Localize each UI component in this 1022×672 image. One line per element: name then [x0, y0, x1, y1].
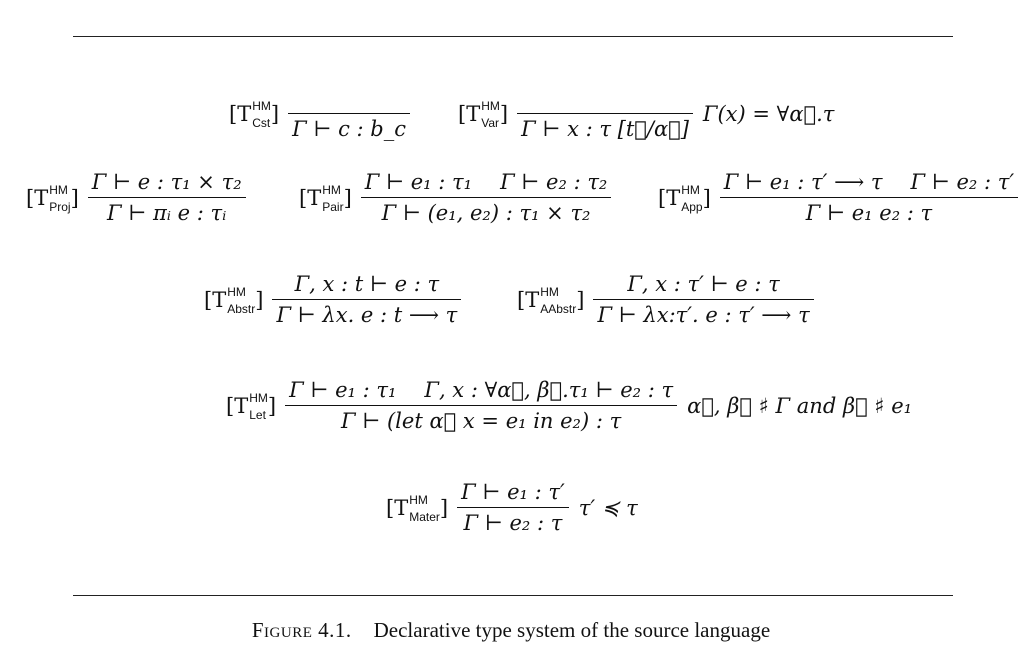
- figure-label: Figure 4.1.: [251, 618, 352, 642]
- inference: Γ, x : τ′ ⊢ e : τ Γ ⊢ λx:τ′. e : τ′ ⟶ τ: [593, 272, 814, 328]
- premise: Γ ⊢ e₂ : τ₂: [500, 170, 608, 194]
- premise: Γ, x : τ′ ⊢ e : τ: [627, 272, 780, 296]
- premise: Γ, x : t ⊢ e : τ: [294, 272, 440, 296]
- inference: Γ ⊢ x : τ [t⃗/α⃗]: [517, 86, 693, 141]
- bottom-rule: [73, 595, 953, 596]
- conclusion: Γ ⊢ e₂ : τ: [463, 511, 563, 536]
- top-rule: [73, 36, 953, 37]
- conclusion: Γ ⊢ λx. e : t ⟶ τ: [276, 303, 458, 328]
- premise: Γ ⊢ e₁ : τ₁: [364, 170, 473, 194]
- caption-text: Declarative type system of the source la…: [373, 618, 771, 642]
- premise: Γ ⊢ e₁ : τ₁: [289, 378, 397, 402]
- inference: Γ, x : t ⊢ e : τ Γ ⊢ λx. e : t ⟶ τ: [272, 272, 462, 328]
- conclusion: Γ ⊢ (e₁, e₂) : τ₁ × τ₂: [381, 201, 591, 226]
- inference: Γ ⊢ e₁ : τ′ ⟶ τ Γ ⊢ e₂ : τ′ Γ ⊢ e₁ e₂ : …: [719, 170, 1019, 226]
- side-condition: τ′ ≼ τ: [578, 495, 638, 520]
- premise: Γ ⊢ e : τ₁ × τ₂: [91, 170, 242, 194]
- inference: Γ ⊢ c : b_c: [288, 86, 410, 141]
- premise: Γ ⊢ e₂ : τ′: [910, 170, 1015, 194]
- premise: Γ, x : ∀α⃗, β⃗.τ₁ ⊢ e₂ : τ: [424, 378, 674, 402]
- inference: Γ ⊢ e : τ₁ × τ₂ Γ ⊢ πᵢ e : τᵢ: [87, 170, 246, 226]
- premise: Γ ⊢ e₁ : τ′: [461, 480, 565, 504]
- inference: Γ ⊢ e₁ : τ′ Γ ⊢ e₂ : τ: [457, 480, 569, 535]
- conclusion: Γ ⊢ e₁ e₂ : τ: [805, 201, 933, 226]
- side-condition: Γ(x) = ∀α⃗.τ: [702, 101, 835, 126]
- inference: Γ ⊢ e₁ : τ₁ Γ, x : ∀α⃗, β⃗.τ₁ ⊢ e₂ : τ Γ…: [285, 378, 678, 434]
- side-condition: α⃗, β⃗ ♯ Γ and β⃗ ♯ e₁: [687, 393, 913, 418]
- conclusion: Γ ⊢ c : b_c: [292, 117, 406, 142]
- conclusion: Γ ⊢ x : τ [t⃗/α⃗]: [521, 117, 689, 142]
- conclusion: Γ ⊢ πᵢ e : τᵢ: [107, 201, 227, 226]
- premise: Γ ⊢ e₁ : τ′ ⟶ τ: [723, 170, 883, 194]
- conclusion: Γ ⊢ λx:τ′. e : τ′ ⟶ τ: [597, 303, 810, 328]
- conclusion: Γ ⊢ (let α⃗ x = e₁ in e₂) : τ: [341, 409, 622, 434]
- inference: Γ ⊢ e₁ : τ₁ Γ ⊢ e₂ : τ₂ Γ ⊢ (e₁, e₂) : τ…: [360, 170, 612, 226]
- figure-caption: Figure 4.1. Declarative type system of th…: [0, 618, 1022, 643]
